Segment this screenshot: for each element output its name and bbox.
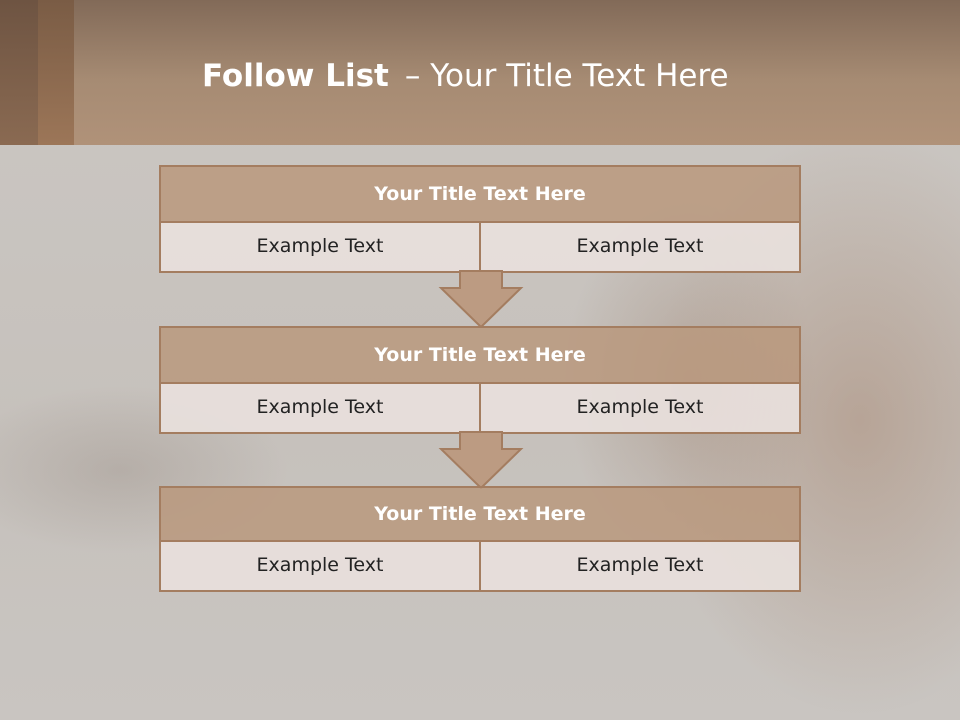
block-cell-right: Example Text <box>479 223 799 271</box>
block-title: Your Title Text Here <box>159 165 801 223</box>
list-block-2: Your Title Text Here Example Text Exampl… <box>159 326 801 434</box>
block-cell-left: Example Text <box>256 396 384 418</box>
block-cell-right: Example Text <box>479 384 799 432</box>
block-title: Your Title Text Here <box>159 326 801 384</box>
down-arrow-icon <box>438 431 524 489</box>
slide-title-rest: – Your Title Text Here <box>404 58 729 94</box>
list-block-3: Your Title Text Here Example Text Exampl… <box>159 486 801 592</box>
block-row: Example Text Example Text <box>159 542 801 592</box>
header-band <box>0 0 960 145</box>
header-stripe-dark <box>0 0 38 145</box>
header-stripe-mid <box>38 0 74 145</box>
slide-title-bold: Follow List <box>202 58 389 94</box>
block-row: Example Text Example Text <box>159 384 801 434</box>
block-cell-left: Example Text <box>256 554 384 576</box>
block-title: Your Title Text Here <box>159 486 801 542</box>
list-block-1: Your Title Text Here Example Text Exampl… <box>159 165 801 273</box>
down-arrow-icon <box>438 270 524 328</box>
slide-title: Follow List – Your Title Text Here <box>202 52 729 100</box>
block-cell-right: Example Text <box>479 542 799 590</box>
block-cell-left: Example Text <box>256 235 384 257</box>
block-row: Example Text Example Text <box>159 223 801 273</box>
